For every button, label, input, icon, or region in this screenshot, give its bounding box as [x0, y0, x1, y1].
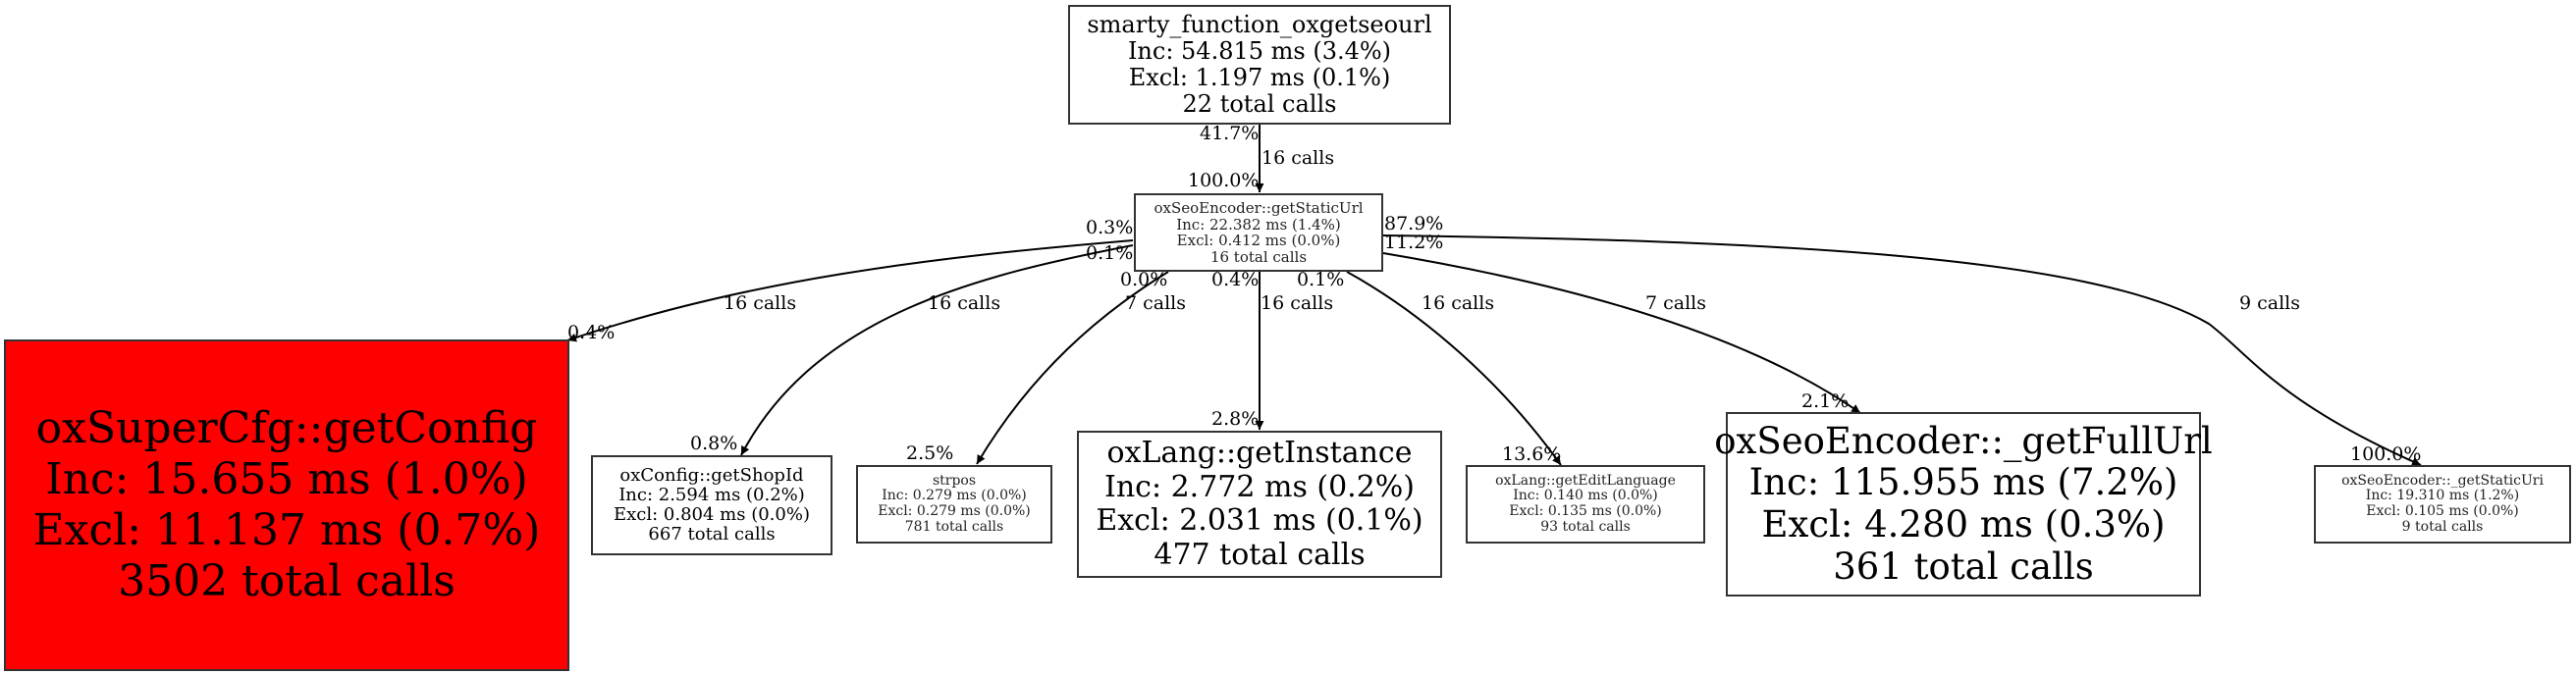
node-getStaticUrl-name: oxSeoEncoder::getStaticUrl [1154, 199, 1364, 217]
node-getInstance[interactable]: oxLang::getInstance Inc: 2.772 ms (0.2%)… [1077, 431, 1442, 578]
edge-getStaticUrl-getEditLanguage [1346, 271, 1562, 466]
node-getFullUrl-excl: Excl: 4.280 ms (0.3%) [1761, 503, 2166, 545]
node-getStaticUrl-calls: 16 total calls [1209, 247, 1308, 266]
node-getEditLanguage-inc: Inc: 0.140 ms (0.0%) [1513, 488, 1658, 504]
node-getConfig-excl: Excl: 11.137 ms (0.7%) [32, 505, 541, 555]
edge-tail-pct-getStaticUrl-getInstance: 0.4% [1211, 269, 1260, 290]
node-getConfig-inc: Inc: 15.655 ms (1.0%) [45, 454, 528, 505]
edge-tail-pct-getStaticUrl-getStaticUri: 87.9% [1384, 213, 1444, 234]
node-getShopId-name: oxConfig::getShopId [619, 464, 804, 486]
node-getConfig-name: oxSuperCfg::getConfig [35, 403, 538, 454]
node-root-calls: 22 total calls [1182, 89, 1337, 118]
node-getShopId[interactable]: oxConfig::getShopId Inc: 2.594 ms (0.2%)… [591, 455, 832, 555]
node-getConfig-calls: 3502 total calls [118, 555, 456, 606]
node-strpos-inc: Inc: 0.279 ms (0.0%) [882, 488, 1027, 504]
node-strpos[interactable]: strpos Inc: 0.279 ms (0.0%) Excl: 0.279 … [856, 465, 1052, 544]
edge-getStaticUrl-getFullUrl [1382, 252, 1861, 414]
node-strpos-calls: 781 total calls [904, 518, 1004, 535]
node-getStaticUri-name: oxSeoEncoder::_getStaticUri [2341, 472, 2544, 489]
node-getInstance-name: oxLang::getInstance [1106, 436, 1413, 470]
node-root-inc: Inc: 54.815 ms (3.4%) [1127, 37, 1392, 66]
node-getInstance-inc: Inc: 2.772 ms (0.2%) [1103, 469, 1416, 504]
edge-head-pct-getStaticUrl-getEditLanguage: 13.6% [1502, 443, 1562, 465]
node-getFullUrl-calls: 361 total calls [1833, 545, 2094, 588]
edge-head-pct-getStaticUrl-getFullUrl: 2.1% [1801, 390, 1850, 412]
edge-getStaticUrl-getConfig [566, 239, 1134, 342]
node-getEditLanguage-name: oxLang::getEditLanguage [1495, 472, 1676, 489]
edge-getStaticUrl-getShopId [740, 244, 1134, 456]
node-getShopId-calls: 667 total calls [648, 524, 776, 545]
edge-label-getStaticUrl-getFullUrl: 7 calls [1645, 292, 1707, 314]
edge-head-pct-getStaticUrl-getShopId: 0.8% [690, 433, 738, 454]
edge-label-root-getStaticUrl: 16 calls [1261, 147, 1335, 169]
edge-label-getStaticUrl-getStaticUri: 9 calls [2239, 292, 2301, 314]
node-getStaticUri[interactable]: oxSeoEncoder::_getStaticUri Inc: 19.310 … [2314, 465, 2571, 544]
node-strpos-name: strpos [932, 472, 977, 489]
node-getStaticUri-inc: Inc: 19.310 ms (1.2%) [2365, 488, 2520, 504]
node-getStaticUri-calls: 9 total calls [2401, 518, 2484, 535]
node-getStaticUri-excl: Excl: 0.105 ms (0.0%) [2366, 503, 2519, 519]
node-getStaticUrl[interactable]: oxSeoEncoder::getStaticUrl Inc: 22.382 m… [1134, 193, 1383, 272]
edge-head-pct-getStaticUrl-getStaticUri: 100.0% [2350, 443, 2422, 465]
edge-head-pct-root-getStaticUrl: 100.0% [1188, 170, 1260, 191]
node-getInstance-excl: Excl: 2.031 ms (0.1%) [1096, 503, 1423, 538]
edge-getStaticUrl-strpos [976, 271, 1169, 465]
node-getConfig[interactable]: oxSuperCfg::getConfig Inc: 15.655 ms (1.… [4, 339, 569, 671]
node-root-excl: Excl: 1.197 ms (0.1%) [1128, 64, 1391, 91]
edge-tail-pct-getStaticUrl-getEditLanguage: 0.1% [1297, 269, 1345, 290]
edge-label-getStaticUrl-getShopId: 16 calls [928, 292, 1001, 314]
node-getEditLanguage-calls: 93 total calls [1540, 518, 1631, 535]
edge-getStaticUrl-getStaticUri [1382, 234, 2422, 466]
edge-label-getStaticUrl-strpos: 7 calls [1125, 292, 1187, 314]
edge-tail-pct-getStaticUrl-strpos: 0.0% [1120, 269, 1168, 290]
edge-label-getStaticUrl-getEditLanguage: 16 calls [1422, 292, 1495, 314]
node-strpos-excl: Excl: 0.279 ms (0.0%) [878, 503, 1031, 519]
node-getShopId-inc: Inc: 2.594 ms (0.2%) [618, 484, 805, 505]
edge-head-pct-getStaticUrl-getConfig: 0.4% [567, 322, 616, 343]
edge-label-getStaticUrl-getInstance: 16 calls [1261, 292, 1334, 314]
node-root[interactable]: smarty_function_oxgetseourl Inc: 54.815 … [1068, 5, 1451, 125]
node-getStaticUrl-inc: Inc: 22.382 ms (1.4%) [1176, 215, 1341, 234]
edge-tail-pct-root-getStaticUrl: 41.7% [1200, 123, 1260, 144]
edge-tail-pct-getStaticUrl-getConfig: 0.3% [1086, 217, 1134, 238]
node-getFullUrl-inc: Inc: 115.955 ms (7.2%) [1748, 461, 2178, 504]
edge-tail-pct-getStaticUrl-getShopId: 0.1% [1086, 242, 1134, 264]
node-root-name: smarty_function_oxgetseourl [1087, 11, 1432, 39]
edge-head-pct-getStaticUrl-getInstance: 2.8% [1211, 408, 1260, 430]
node-getEditLanguage[interactable]: oxLang::getEditLanguage Inc: 0.140 ms (0… [1466, 465, 1705, 544]
node-getFullUrl[interactable]: oxSeoEncoder::_getFullUrl Inc: 115.955 m… [1714, 412, 2213, 597]
node-getEditLanguage-excl: Excl: 0.135 ms (0.0%) [1509, 503, 1662, 519]
edge-tail-pct-getStaticUrl-getFullUrl: 11.2% [1384, 232, 1444, 253]
node-getShopId-excl: Excl: 0.804 ms (0.0%) [614, 504, 810, 525]
node-getFullUrl-name: oxSeoEncoder::_getFullUrl [1714, 419, 2213, 462]
node-getInstance-calls: 477 total calls [1154, 537, 1366, 572]
edge-label-getStaticUrl-getConfig: 16 calls [724, 292, 797, 314]
node-getStaticUrl-excl: Excl: 0.412 ms (0.0%) [1176, 232, 1341, 249]
edge-head-pct-getStaticUrl-strpos: 2.5% [906, 442, 954, 464]
